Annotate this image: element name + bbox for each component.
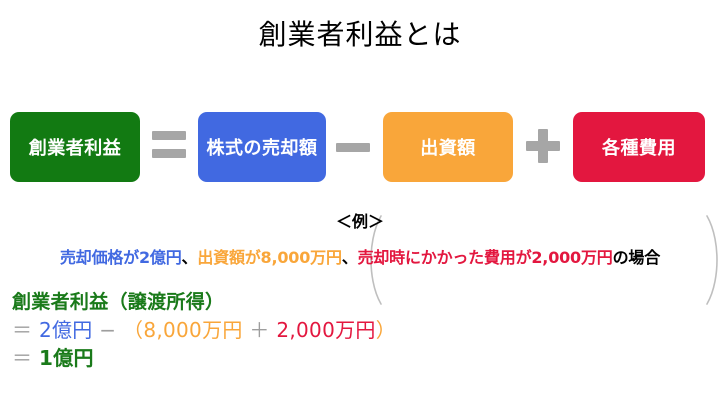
calc-result: 1億円 [38,346,94,370]
equals-operator-icon [152,131,186,163]
plus-operator-icon [526,129,560,163]
example-condition-line: 売却価格が2億円、出資額が8,000万円、売却時にかかった費用が2,000万円の… [0,246,720,270]
example-segment-suffix: の場合 [612,248,661,267]
formula-box-stock-sale-amount: 株式の売却額 [198,112,326,182]
calc-minus: − [99,318,117,342]
formula-box-various-expenses: 各種費用 [573,112,705,182]
calculation-heading: 創業者利益（譲渡所得） [12,291,225,313]
calc-term-expense: 2,000万円 [276,318,376,342]
calculation-line-2: ＝ 1億円 [12,344,612,372]
minus-operator-icon [336,143,370,152]
example-segment-comma-1: 、 [181,248,198,267]
formula-box-founder-profit: 創業者利益 [10,112,140,182]
page-title: 創業者利益とは [258,18,462,51]
calc-equals-2: ＝ [12,346,33,370]
formula-box-investment-amount: 出資額 [383,112,513,182]
formula-box-label: 各種費用 [602,138,676,159]
calc-open-paren: （ [123,318,144,342]
example-segment-investment: 出資額が8,000万円 [197,248,342,267]
calculation-block: 創業者利益（譲渡所得） ＝ 2億円 − （8,000万円 ＋ 2,000万円） … [12,288,612,372]
example-heading: ＜例＞ [335,212,384,231]
formula-box-label: 株式の売却額 [206,138,318,159]
calculation-line-1: ＝ 2億円 − （8,000万円 ＋ 2,000万円） [12,316,612,344]
example-segment-comma-2: 、 [341,248,358,267]
formula-box-label: 出資額 [420,138,476,159]
calc-term-investment: 8,000万円 [143,318,243,342]
calc-term-sale: 2億円 [38,318,93,342]
calc-equals-1: ＝ [12,318,33,342]
example-segment-sale-price: 売却価格が2億円 [59,248,182,267]
formula-diagram: 創業者利益 株式の売却額 出資額 各種費用 [0,112,720,305]
calc-close-paren: ） [375,318,397,342]
example-segment-expenses: 売却時にかかった費用が2,000万円 [357,248,613,267]
calc-plus: ＋ [249,318,270,342]
formula-box-label: 創業者利益 [28,138,122,159]
